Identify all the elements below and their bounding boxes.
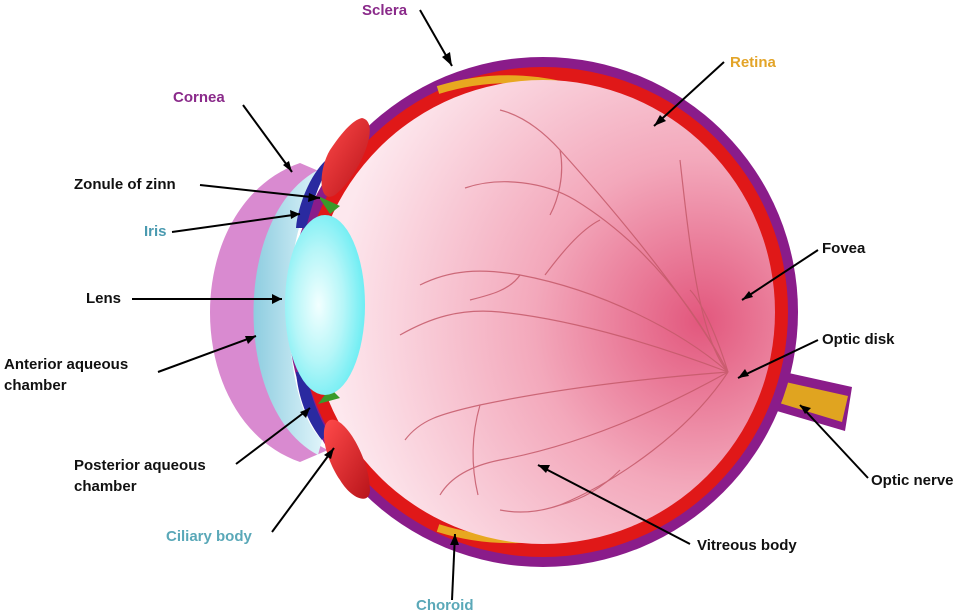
label-anterior-aqueous-chamber: Anterior aqueous chamber	[4, 356, 129, 394]
label-lens: Lens	[86, 290, 122, 307]
label-ciliary-body: Ciliary body	[166, 528, 252, 545]
zonule-of-zinn	[318, 196, 340, 404]
vitreous-body	[311, 80, 775, 544]
leader-posterior	[235, 407, 311, 465]
label-cornea: Cornea	[173, 89, 225, 106]
leader-vitreous	[537, 464, 691, 545]
leader-ciliary	[271, 447, 335, 533]
leader-iris	[171, 213, 301, 233]
label-optic-disk: Optic disk	[822, 331, 895, 348]
leader-optic-nerve	[799, 404, 869, 479]
leader-zonule	[199, 184, 321, 199]
lens	[285, 215, 365, 395]
ciliary-body	[321, 118, 370, 499]
label-vitreous-body: Vitreous body	[697, 537, 797, 554]
label-fovea: Fovea	[822, 240, 866, 257]
leader-arrowheads	[245, 52, 811, 545]
label-choroid: Choroid	[416, 597, 474, 614]
label-retina: Retina	[730, 54, 776, 71]
label-posterior-aqueous-chamber: Posterior aqueous chamber	[74, 457, 206, 495]
cornea	[210, 163, 328, 462]
label-sclera: Sclera	[362, 2, 408, 19]
blood-vessels	[399, 109, 729, 513]
leader-retina	[653, 61, 725, 127]
label-iris: Iris	[144, 223, 167, 240]
iris	[296, 160, 328, 440]
leader-lines	[132, 9, 869, 601]
label-optic-nerve: Optic nerve	[871, 472, 954, 489]
leader-optic-disk	[737, 339, 819, 379]
label-zonule-of-zinn: Zonule of zinn	[74, 176, 176, 193]
leader-anterior	[157, 335, 257, 373]
leader-cornea	[242, 104, 293, 173]
leader-fovea	[741, 249, 819, 301]
